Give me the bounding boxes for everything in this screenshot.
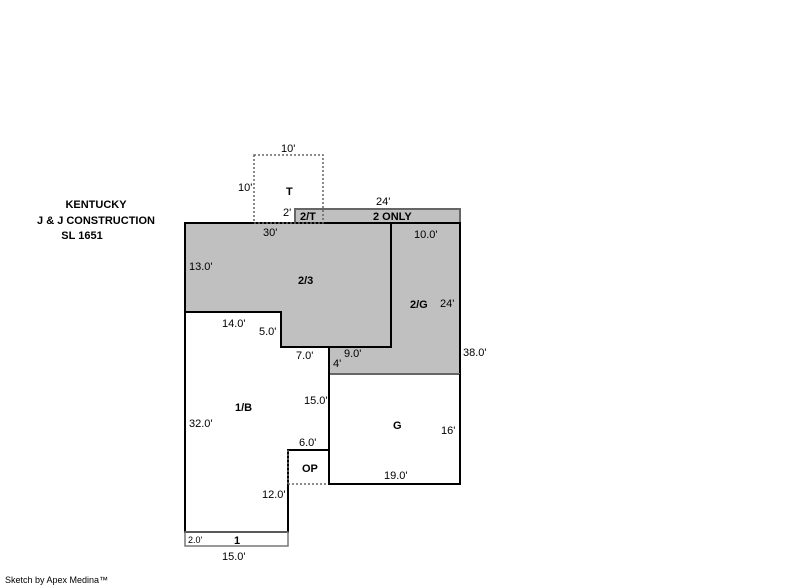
dim: 15.0'	[222, 551, 246, 563]
label-1: 1	[234, 535, 240, 547]
label-2-3: 2/3	[298, 275, 313, 287]
dim: 6.0'	[299, 437, 316, 449]
dim: 12.0'	[262, 489, 286, 501]
label-2-only: 2 ONLY	[373, 211, 412, 223]
area-t	[253, 154, 324, 224]
dim: 4'	[333, 358, 341, 370]
dim: 10'	[238, 182, 252, 194]
dim: 5.0'	[259, 326, 276, 338]
dim: 19.0'	[384, 470, 408, 482]
dim: 7.0'	[296, 350, 313, 362]
dim: 2.0'	[188, 535, 203, 545]
label-g: G	[393, 420, 402, 432]
dim: 2'	[283, 207, 291, 219]
dim: 10'	[281, 143, 295, 155]
label-1-b: 1/B	[235, 402, 252, 414]
label-op: OP	[302, 463, 318, 475]
dim: 15.0'	[304, 395, 328, 407]
dim: 24'	[376, 196, 390, 208]
label-2-g: 2/G	[410, 299, 428, 311]
dim: 14.0'	[222, 318, 246, 330]
dim: 9.0'	[344, 348, 361, 360]
footer-credit: Sketch by Apex Medina™	[5, 575, 108, 585]
dim: 38.0'	[463, 347, 487, 359]
dim: 32.0'	[189, 418, 213, 430]
dim: 16'	[441, 425, 455, 437]
area-1	[184, 531, 289, 547]
dim: 24'	[440, 298, 454, 310]
dim: 10.0'	[414, 229, 438, 241]
label-t: T	[286, 186, 293, 198]
header-line1: KENTUCKY	[65, 199, 127, 211]
dim: 30'	[263, 227, 277, 239]
header-line2: J & J CONSTRUCTION	[37, 215, 155, 227]
dim: 13.0'	[189, 261, 213, 273]
area-g	[328, 374, 461, 485]
label-2-t: 2/T	[300, 211, 316, 223]
header-line3: SL 1651	[61, 230, 102, 242]
area-2-3	[184, 222, 392, 348]
